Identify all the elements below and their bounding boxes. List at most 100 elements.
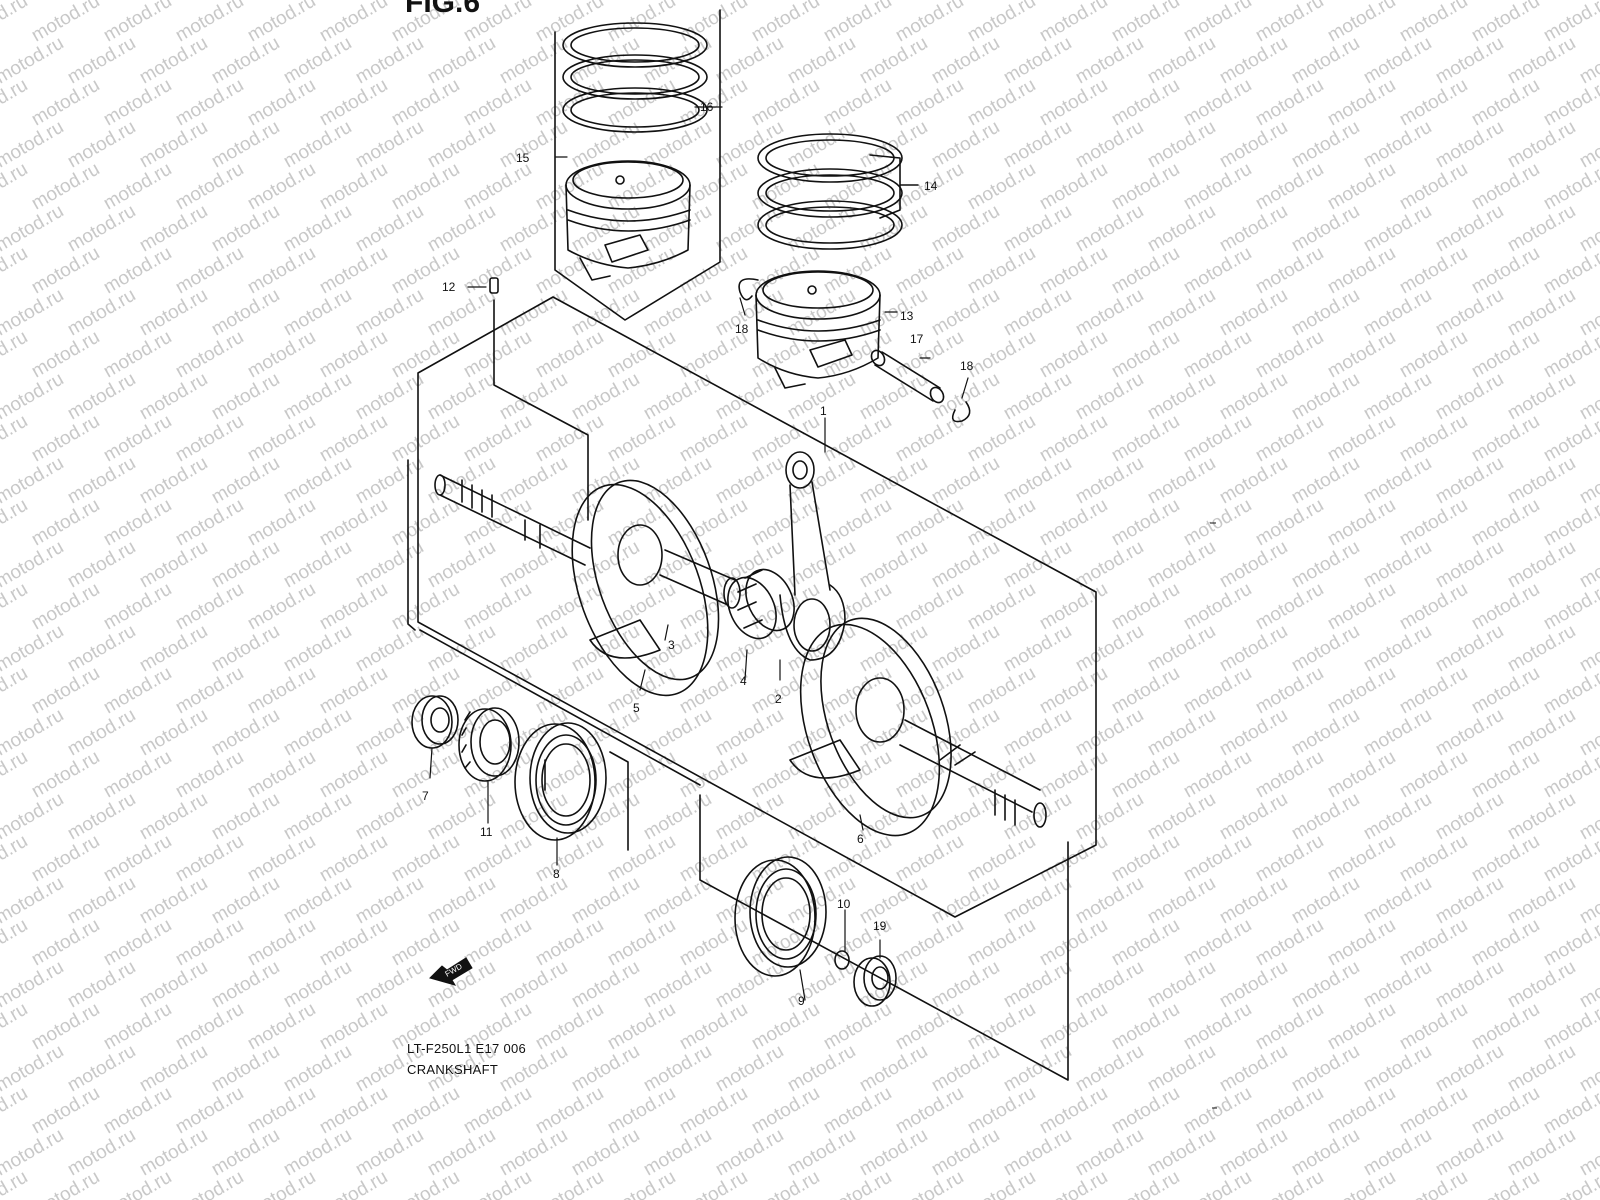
watermark-text: motod.ru	[1396, 999, 1471, 1055]
callout-1: 1	[820, 404, 827, 418]
watermark-text: motod.ru	[1432, 957, 1507, 1013]
watermark-text: motod.ru	[388, 1167, 463, 1200]
watermark-text: motod.ru	[640, 873, 715, 929]
watermark-text: motod.ru	[1252, 495, 1327, 551]
watermark-text: motod.ru	[1216, 369, 1291, 425]
watermark-text: motod.ru	[1180, 159, 1255, 215]
watermark-text: motod.ru	[208, 117, 283, 173]
watermark-text: motod.ru	[1000, 789, 1075, 845]
watermark-text: motod.ru	[424, 1125, 499, 1181]
watermark-text: motod.ru	[424, 285, 499, 341]
watermark-text: motod.ru	[1360, 1125, 1435, 1181]
watermark-text: motod.ru	[28, 75, 103, 131]
piston-ring-set-14	[757, 133, 919, 250]
watermark-text: motod.ru	[244, 75, 319, 131]
watermark-text: motod.ru	[1576, 0, 1600, 4]
watermark-text: motod.ru	[208, 621, 283, 677]
watermark-text: motod.ru	[388, 495, 463, 551]
watermark-text: motod.ru	[0, 1083, 31, 1139]
watermark-text: motod.ru	[316, 831, 391, 887]
watermark-text: motod.ru	[964, 0, 1039, 46]
watermark-text: motod.ru	[1288, 1125, 1363, 1181]
watermark-text: motod.ru	[1504, 453, 1579, 509]
watermark-text: motod.ru	[748, 75, 823, 131]
watermark-text: motod.ru	[1216, 285, 1291, 341]
watermark-text: motod.ru	[208, 705, 283, 761]
watermark-text: motod.ru	[712, 369, 787, 425]
watermark-text: motod.ru	[1360, 873, 1435, 929]
watermark-text: motod.ru	[1504, 705, 1579, 761]
watermark-text: motod.ru	[424, 33, 499, 89]
callout-12: 12	[442, 280, 456, 294]
watermark-text: motod.ru	[28, 0, 103, 46]
watermark-text: motod.ru	[1504, 285, 1579, 341]
watermark-text: motod.ru	[532, 0, 607, 46]
watermark-text: motod.ru	[1216, 33, 1291, 89]
watermark-text: motod.ru	[1396, 831, 1471, 887]
watermark-text: motod.ru	[388, 663, 463, 719]
watermark-text: motod.ru	[280, 1125, 355, 1181]
watermark-text: motod.ru	[1324, 579, 1399, 635]
watermark-text: motod.ru	[496, 873, 571, 929]
watermark-text: motod.ru	[1504, 957, 1579, 1013]
watermark-text: motod.ru	[0, 747, 31, 803]
watermark-text: motod.ru	[604, 495, 679, 551]
watermark-text: motod.ru	[640, 1041, 715, 1097]
callout-5: 5	[633, 701, 640, 715]
watermark-text: motod.ru	[1324, 1083, 1399, 1139]
watermark-text: motod.ru	[1468, 411, 1543, 467]
watermark-text: motod.ru	[1468, 915, 1543, 971]
watermark-text: motod.ru	[568, 285, 643, 341]
callout-7: 7	[422, 789, 429, 803]
watermark-text: motod.ru	[136, 369, 211, 425]
watermark-text: motod.ru	[496, 33, 571, 89]
watermark-text: motod.ru	[1072, 117, 1147, 173]
callout-9: 9	[798, 994, 805, 1008]
watermark-text: motod.ru	[1468, 747, 1543, 803]
watermark-text: motod.ru	[1072, 789, 1147, 845]
watermark-text: motod.ru	[712, 117, 787, 173]
watermark-text: motod.ru	[1324, 411, 1399, 467]
watermark-text: motod.ru	[784, 789, 859, 845]
watermark-text: motod.ru	[316, 75, 391, 131]
watermark-text: motod.ru	[604, 831, 679, 887]
watermark-text: motod.ru	[0, 999, 31, 1055]
watermark-text: motod.ru	[208, 789, 283, 845]
callout-16: 16	[700, 100, 714, 114]
watermark-text: motod.ru	[208, 33, 283, 89]
watermark-text: motod.ru	[856, 873, 931, 929]
watermark-text: motod.ru	[1288, 453, 1363, 509]
watermark-text: motod.ru	[784, 33, 859, 89]
watermark-text: motod.ru	[100, 579, 175, 635]
watermark-text: motod.ru	[820, 0, 895, 46]
watermark-text: motod.ru	[100, 327, 175, 383]
watermark-text: motod.ru	[172, 663, 247, 719]
watermark-text: motod.ru	[568, 789, 643, 845]
watermark-text: motod.ru	[928, 873, 1003, 929]
watermark-text: motod.ru	[748, 1167, 823, 1200]
watermark-text: motod.ru	[784, 453, 859, 509]
watermark-text: motod.ru	[1324, 831, 1399, 887]
watermark-text: motod.ru	[100, 75, 175, 131]
watermark-text: motod.ru	[496, 201, 571, 257]
watermark-text: motod.ru	[208, 369, 283, 425]
watermark-text: motod.ru	[928, 453, 1003, 509]
watermark-text: motod.ru	[100, 747, 175, 803]
watermark-text: motod.ru	[1324, 327, 1399, 383]
watermark-text: motod.ru	[820, 243, 895, 299]
watermark-text: motod.ru	[1396, 1167, 1471, 1200]
watermark-text: motod.ru	[1108, 915, 1183, 971]
watermark-text: motod.ru	[604, 243, 679, 299]
watermark-text: motod.ru	[64, 201, 139, 257]
watermark-text: motod.ru	[964, 75, 1039, 131]
watermark-text: motod.ru	[1108, 747, 1183, 803]
watermark-text: motod.ru	[496, 1125, 571, 1181]
watermark-text: motod.ru	[280, 1041, 355, 1097]
watermark-text: motod.ru	[496, 453, 571, 509]
watermark-text: motod.ru	[748, 0, 823, 46]
watermark-text: motod.ru	[316, 159, 391, 215]
watermark-text: motod.ru	[280, 621, 355, 677]
watermark-text: motod.ru	[1216, 957, 1291, 1013]
watermark-text: motod.ru	[244, 579, 319, 635]
watermark-text: motod.ru	[208, 1041, 283, 1097]
